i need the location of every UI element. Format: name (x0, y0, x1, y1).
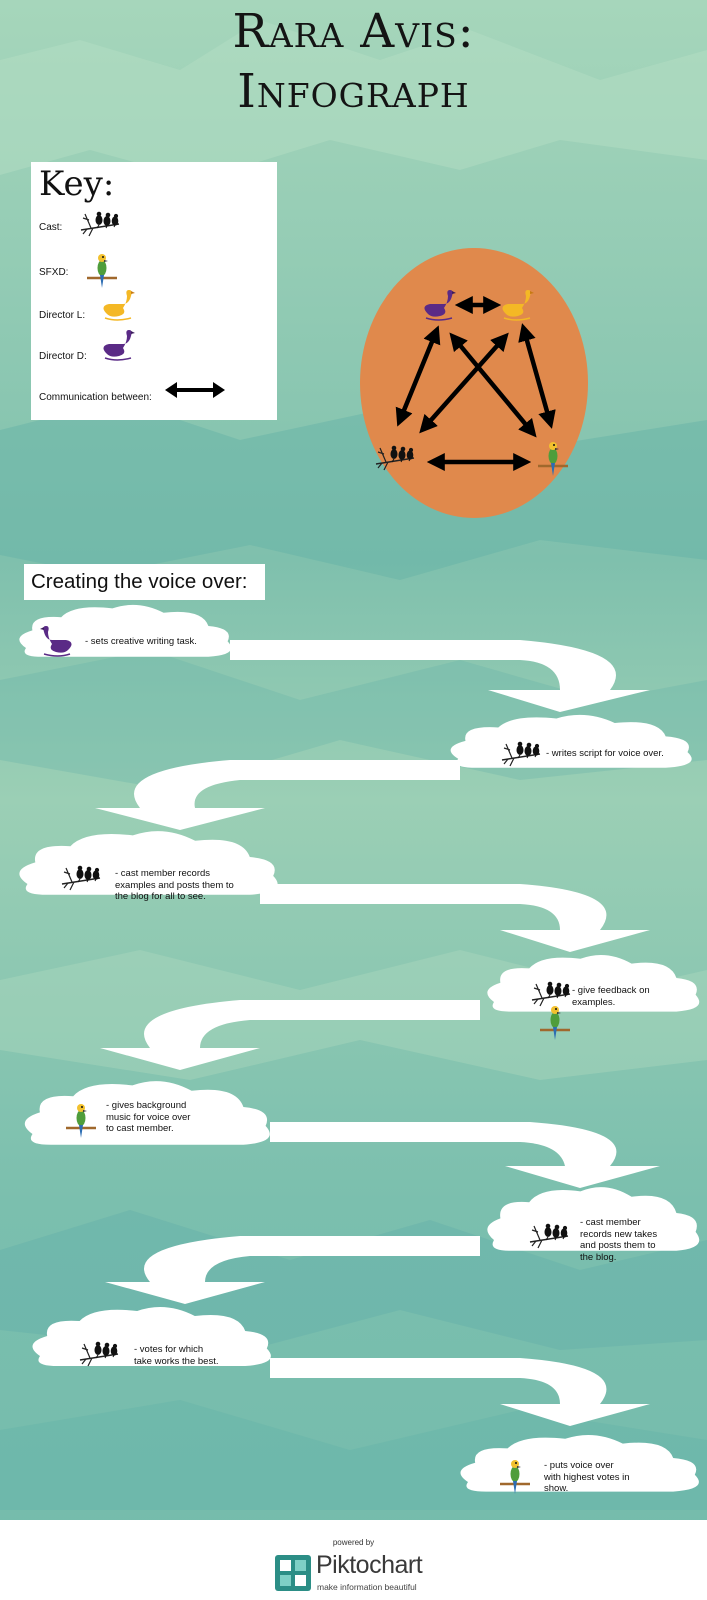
page-title-line2: Infograph (237, 64, 470, 119)
key-label-cast: Cast: (39, 222, 63, 233)
key-panel: Key: Cast: SFXD: Director L: Director D:… (31, 162, 277, 420)
key-label-communication: Communication between: (39, 392, 152, 403)
footer-tagline: make information beautiful (317, 1582, 417, 1592)
section-heading: Creating the voice over: (24, 564, 265, 600)
key-label-director-d: Director D: (39, 351, 87, 362)
flow-arrows (95, 640, 660, 1426)
communication-egg-diagram (360, 248, 588, 518)
key-label-director-l: Director L: (39, 310, 86, 321)
communication-arrows (395, 296, 556, 471)
step-2-cloud (450, 714, 692, 768)
key-icons (80, 210, 225, 398)
step-2-text: - writes script for voice over. (546, 748, 664, 759)
key-heading: Key: (39, 164, 115, 204)
egg-shape (360, 248, 588, 518)
footer-brand[interactable]: Piktochart (316, 1551, 423, 1579)
step-1-text: - sets creative writing task. (85, 636, 197, 647)
key-label-sfxd: SFXD: (39, 267, 69, 278)
step-1-cloud (19, 604, 232, 657)
piktochart-logo-icon[interactable] (275, 1553, 315, 1593)
page-title-line1: Rara Avis: (232, 4, 475, 59)
footer-powered-by: powered by (332, 1538, 375, 1547)
double-arrow-icon (165, 382, 225, 398)
